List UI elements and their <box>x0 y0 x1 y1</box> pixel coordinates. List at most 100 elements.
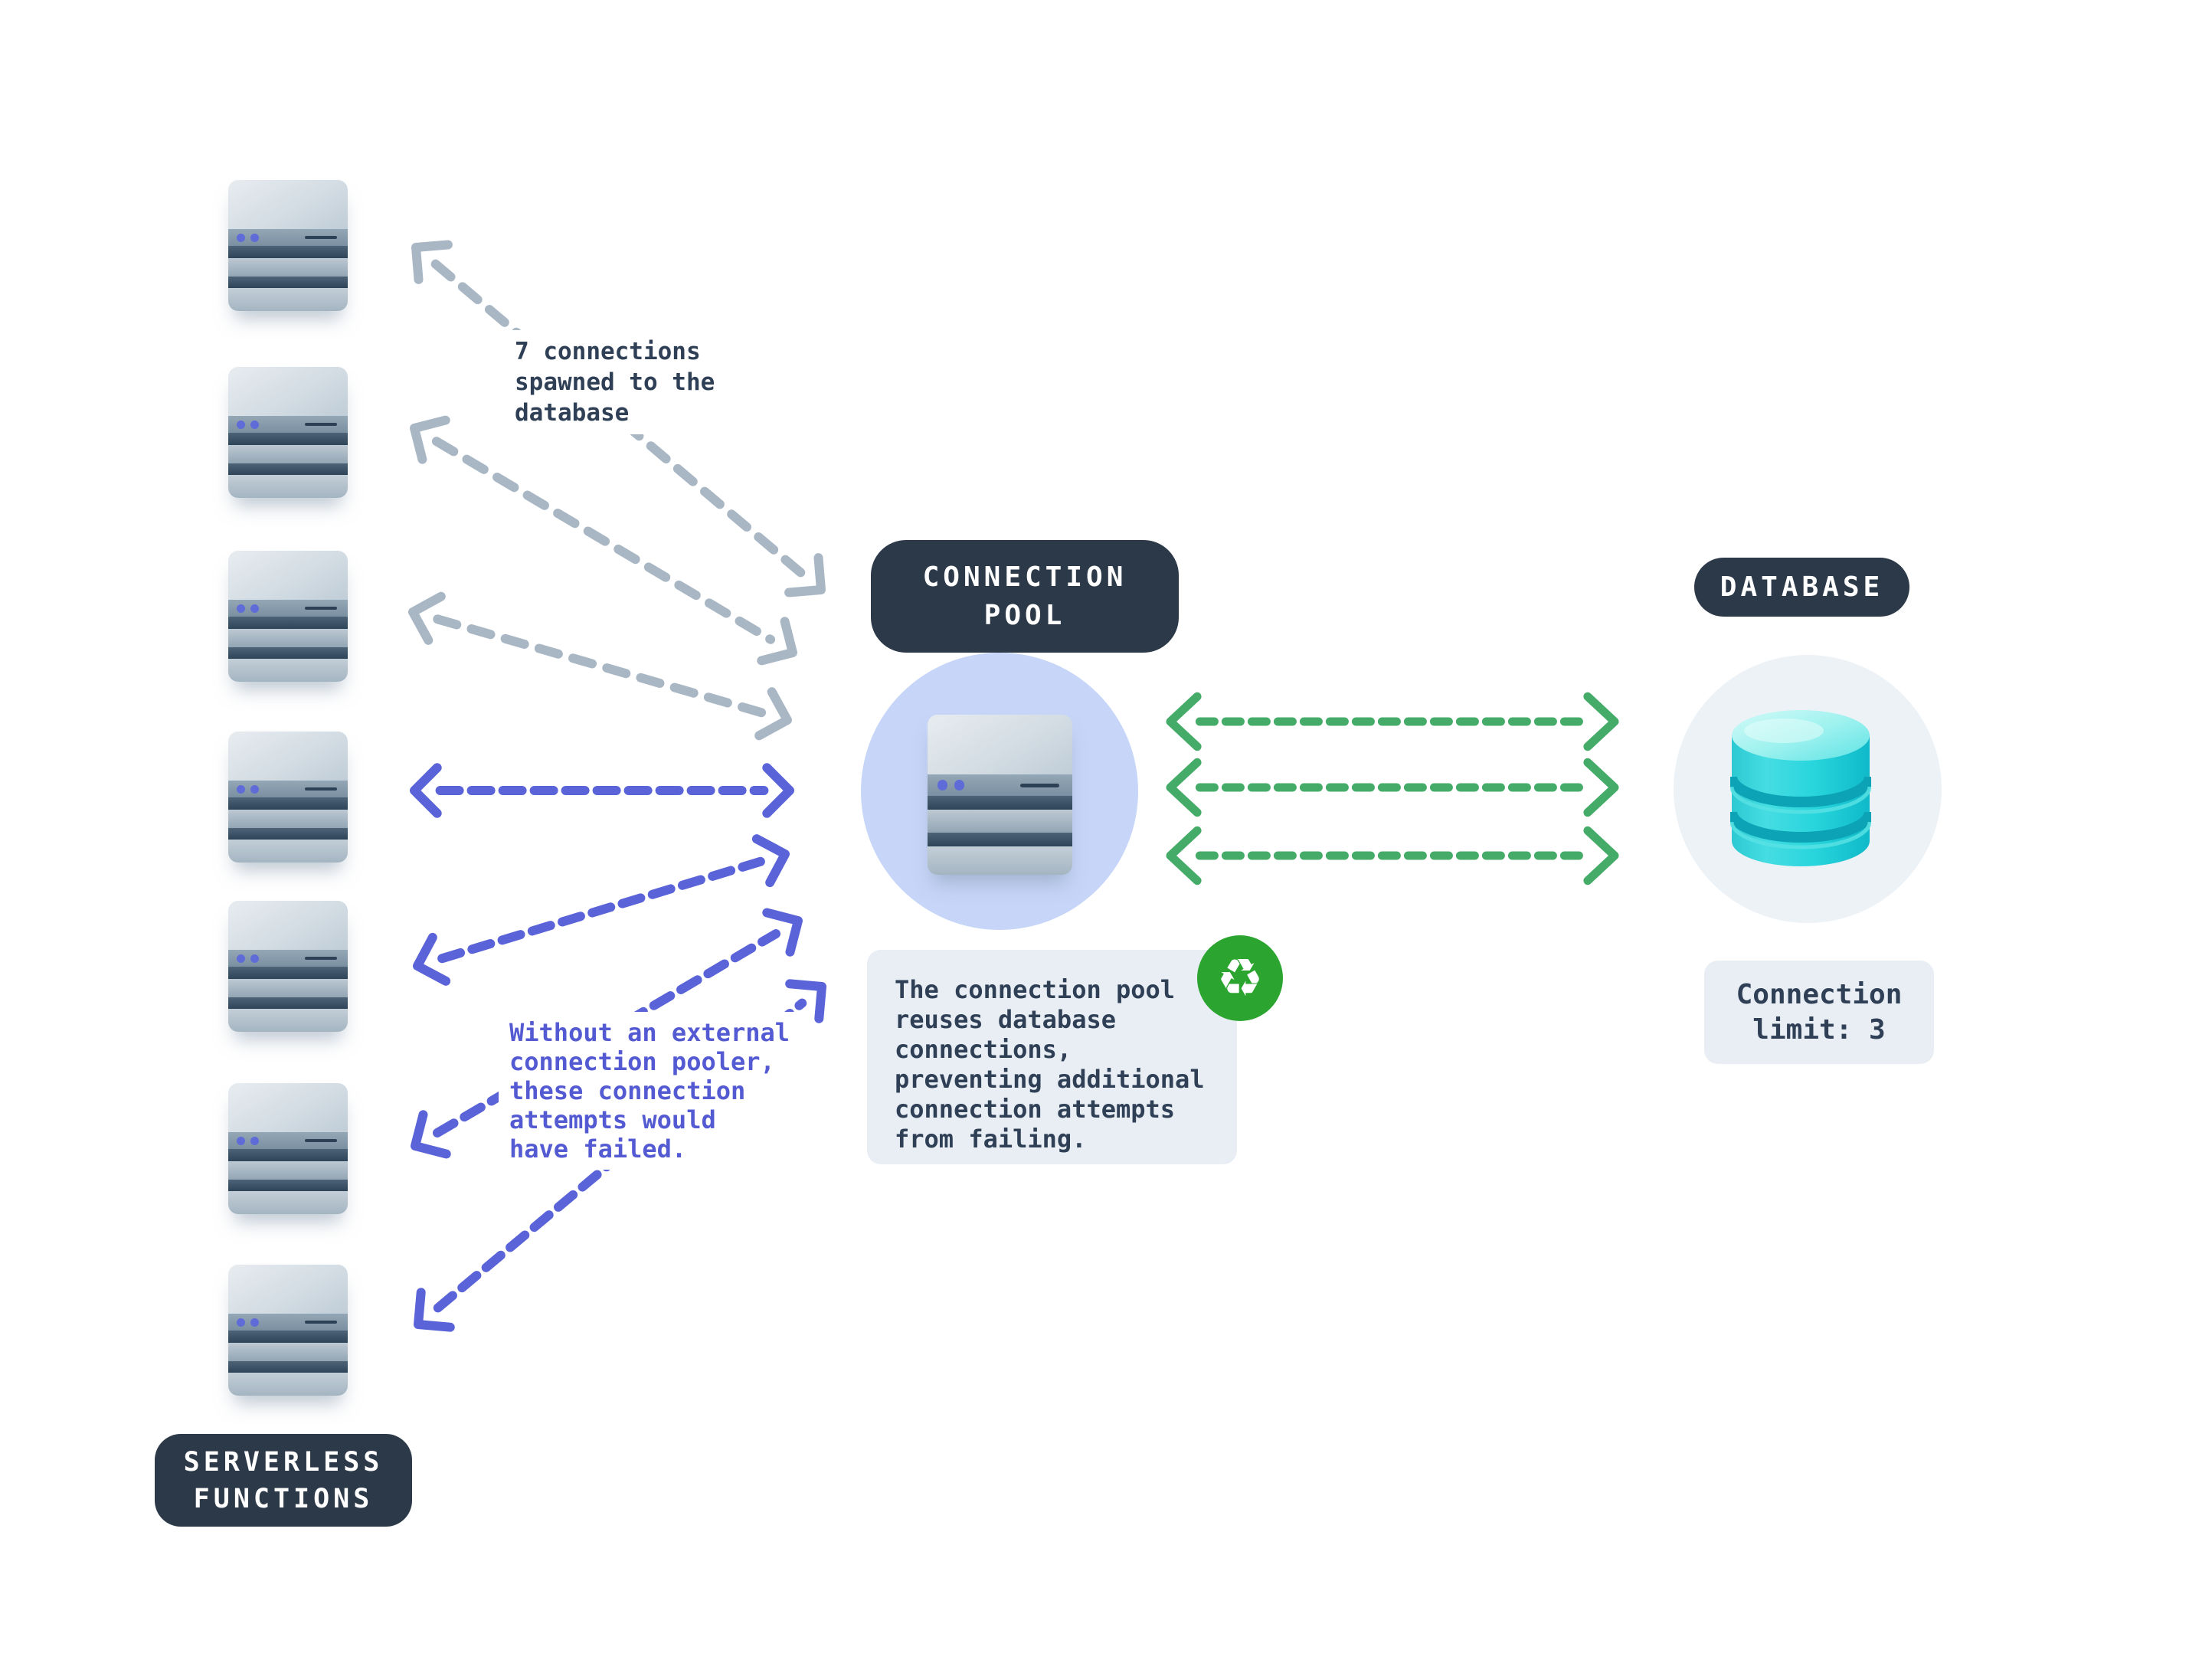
arrowhead-icon <box>1166 692 1202 751</box>
server-led-band <box>228 600 348 617</box>
arrowhead-icon <box>414 1288 455 1332</box>
serverless-function-icon-2 <box>228 367 348 498</box>
server-led-dot-icon <box>250 420 259 429</box>
arrowhead-icon <box>1583 826 1619 885</box>
server-led-band <box>228 416 348 434</box>
server-mid-band <box>228 1342 348 1361</box>
server-top-band <box>228 367 348 417</box>
server-dark-band <box>228 1331 348 1343</box>
server-top-band <box>228 732 348 781</box>
server-led-band <box>228 1314 348 1331</box>
server-dark-band <box>228 997 348 1010</box>
server-dark-band <box>228 1149 348 1161</box>
server-top-band <box>228 551 348 601</box>
server-vent-icon <box>304 787 337 791</box>
arrowhead-icon <box>1583 692 1619 751</box>
server-bot-band <box>228 659 348 682</box>
server-dark-band <box>228 967 348 979</box>
server-vent-icon <box>304 423 337 427</box>
server-top-band <box>228 1083 348 1133</box>
recycle-glyph: ♻ <box>1216 948 1264 1009</box>
server-mid-band <box>228 628 348 647</box>
arrowhead-icon <box>1166 758 1202 817</box>
server-led-dot-icon <box>250 784 259 794</box>
server-dark-band <box>228 797 348 810</box>
serverless-function-icon-1 <box>228 180 348 311</box>
server-dark-band <box>928 795 1072 810</box>
server-dark-band <box>228 276 348 289</box>
server-bot-band <box>928 846 1072 875</box>
connection-pool-server-icon <box>928 715 1072 875</box>
server-bot-band <box>228 840 348 863</box>
arrowhead-icon <box>410 415 450 464</box>
server-led-dot-icon <box>954 780 965 791</box>
pool-info-card: The connection pool reuses database conn… <box>867 950 1237 1164</box>
server-led-dot-icon <box>250 1136 259 1145</box>
server-dark-band <box>228 433 348 445</box>
server-top-band <box>228 180 348 230</box>
server-led-band <box>928 774 1072 796</box>
server-dark-band <box>228 617 348 629</box>
db-connection-3-arrow <box>1166 826 1619 885</box>
recycle-icon: ♻ <box>1197 935 1283 1021</box>
server-top-band <box>228 901 348 951</box>
arrowhead-icon <box>785 979 826 1023</box>
arrowhead-icon <box>784 553 826 597</box>
arrowhead-icon <box>757 617 797 666</box>
server-mid-band <box>228 257 348 277</box>
arrowhead-icon <box>411 1110 451 1159</box>
server-led-dot-icon <box>236 954 245 963</box>
server-led-dot-icon <box>236 420 245 429</box>
server-mid-band <box>228 978 348 997</box>
db-connection-1-arrow <box>1166 692 1619 751</box>
arrowhead-icon <box>411 240 453 284</box>
server-dark-band <box>228 647 348 660</box>
server-bot-band <box>228 1191 348 1214</box>
database-badge: DATABASE <box>1694 558 1909 617</box>
server-dark-band <box>228 1179 348 1192</box>
arrowhead-icon <box>762 908 803 957</box>
server-bot-band <box>228 1373 348 1396</box>
server-dark-band <box>928 832 1072 847</box>
server-dark-band <box>228 827 348 840</box>
arrowhead-icon <box>413 932 451 986</box>
server-top-band <box>928 715 1072 775</box>
server-led-dot-icon <box>250 954 259 963</box>
server-mid-band <box>228 444 348 463</box>
server-bot-band <box>228 288 348 311</box>
server-vent-icon <box>1019 783 1059 787</box>
pooled-connection-5-arrow <box>413 834 790 986</box>
server-led-band <box>228 781 348 798</box>
server-vent-icon <box>304 236 337 240</box>
server-dark-band <box>228 246 348 258</box>
server-mid-band <box>228 1160 348 1180</box>
serverless-function-icon-5 <box>228 901 348 1032</box>
pooled-connection-4-arrow <box>410 763 794 818</box>
arrowhead-icon <box>408 591 446 645</box>
server-led-band <box>228 1132 348 1150</box>
arrowhead-icon <box>754 687 792 741</box>
spawned-connection-3-arrow <box>408 591 792 741</box>
server-led-dot-icon <box>236 233 245 242</box>
note-connections-spawned: 7 connections spawned to the database <box>504 330 726 434</box>
serverless-function-icon-4 <box>228 732 348 863</box>
arrowhead-icon <box>1166 826 1202 885</box>
server-led-dot-icon <box>236 604 245 613</box>
server-led-dot-icon <box>236 1318 245 1327</box>
spawned-connection-2-arrow <box>410 415 797 666</box>
arrowhead-icon <box>762 763 794 818</box>
note-would-have-failed: Without an external connection pooler, t… <box>499 1012 801 1170</box>
server-vent-icon <box>304 1139 337 1143</box>
db-connection-2-arrow <box>1166 758 1619 817</box>
server-led-band <box>228 950 348 967</box>
server-vent-icon <box>304 1321 337 1324</box>
server-mid-band <box>928 810 1072 833</box>
server-bot-band <box>228 475 348 498</box>
arrowhead-icon <box>751 834 790 888</box>
server-vent-icon <box>304 607 337 610</box>
arrowhead-icon <box>410 763 442 818</box>
server-top-band <box>228 1265 348 1314</box>
server-led-dot-icon <box>937 780 948 791</box>
database-cylinder-icon <box>1730 710 1871 866</box>
